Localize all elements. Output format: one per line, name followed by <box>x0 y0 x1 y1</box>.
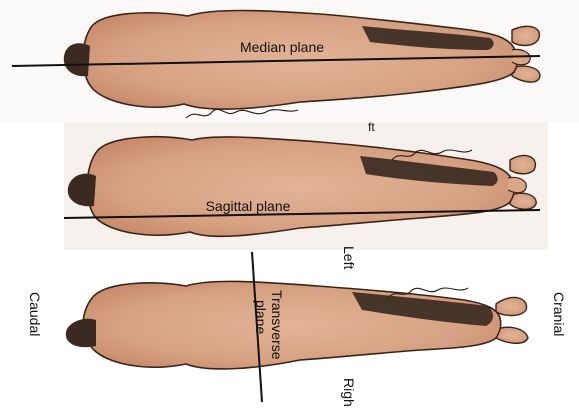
sagittal-plane-label: Sagittal plane <box>206 198 291 214</box>
ear-upper <box>510 155 535 173</box>
body-outline <box>83 281 501 369</box>
snout <box>508 177 526 192</box>
median-plane-label: Median plane <box>240 39 324 55</box>
label-fragment-top: ft <box>368 120 375 134</box>
direction-left-label: Left <box>341 246 357 269</box>
transverse-plane-label-word-1: Transverse <box>269 290 285 360</box>
transverse-plane-label-word-2: plane <box>253 300 269 334</box>
ear-lower <box>496 327 528 343</box>
direction-right-label: Righ <box>341 378 357 407</box>
direction-caudal-label: Caudal <box>27 292 43 336</box>
direction-cranial-label: Cranial <box>551 292 567 336</box>
tail-tuft <box>66 319 96 347</box>
animal-top-view-transverse <box>66 281 528 369</box>
ear-upper <box>512 26 539 45</box>
ear-upper <box>496 297 527 315</box>
